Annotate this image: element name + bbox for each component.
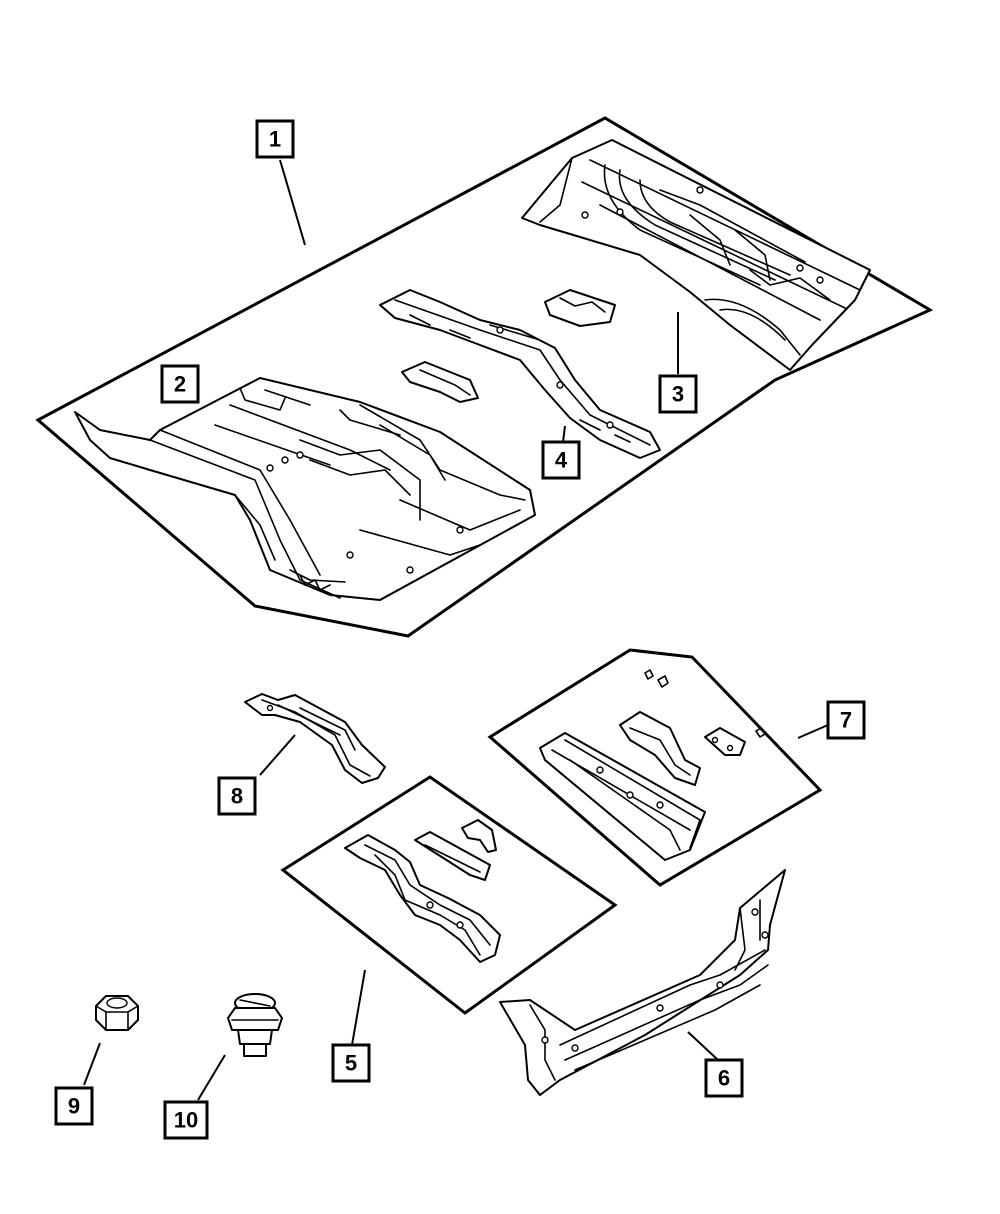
callout-8: 8 xyxy=(217,776,257,816)
callout-1-label: 1 xyxy=(269,127,281,152)
callout-8-label: 8 xyxy=(231,784,243,809)
callout-9: 9 xyxy=(54,1086,94,1126)
front-rail-kit-group: 5 xyxy=(280,775,618,1083)
bolt-grommet-group: 10 xyxy=(163,993,283,1140)
rear-floor-pan-icon xyxy=(521,139,871,371)
rear-rail-kit-icon xyxy=(539,669,766,861)
callout-7-label: 7 xyxy=(840,708,852,733)
callout-2: 2 xyxy=(160,364,200,404)
callout-3-label: 3 xyxy=(672,382,684,407)
rear-rail-kit-group: 7 xyxy=(487,648,866,887)
front-rail-kit-outline xyxy=(280,775,618,1015)
hex-nut-icon xyxy=(95,995,139,1031)
sill-rocker-panel-group: 6 xyxy=(499,869,786,1098)
hex-nut-group: 9 xyxy=(54,995,139,1126)
front-rail-kit-icon xyxy=(344,819,501,963)
callout-6-label: 6 xyxy=(718,1066,730,1091)
callout-4: 4 xyxy=(541,440,581,480)
crossmember-icon xyxy=(244,693,386,784)
callout-9-label: 9 xyxy=(68,1094,80,1119)
callout-5-label: 5 xyxy=(345,1051,357,1076)
front-floor-pan-icon xyxy=(74,377,536,601)
callout-3: 3 xyxy=(658,374,698,414)
crossmember-brackets-icon xyxy=(379,289,661,459)
crossmember-group: 8 xyxy=(217,693,386,816)
callout-2-label: 2 xyxy=(174,372,186,397)
callout-10: 10 xyxy=(163,1100,209,1140)
rear-rail-kit-outline xyxy=(487,648,823,887)
callout-6: 6 xyxy=(704,1058,744,1098)
callout-7: 7 xyxy=(826,700,866,740)
callout-5: 5 xyxy=(331,1043,371,1083)
floor-pan-assembly-group: 1 2 3 4 xyxy=(35,116,934,638)
callout-10-label: 10 xyxy=(174,1108,198,1133)
callout-1: 1 xyxy=(255,119,295,159)
callout-4-label: 4 xyxy=(555,448,568,473)
bolt-grommet-icon xyxy=(227,993,283,1057)
sill-rocker-panel-icon xyxy=(499,869,786,1096)
